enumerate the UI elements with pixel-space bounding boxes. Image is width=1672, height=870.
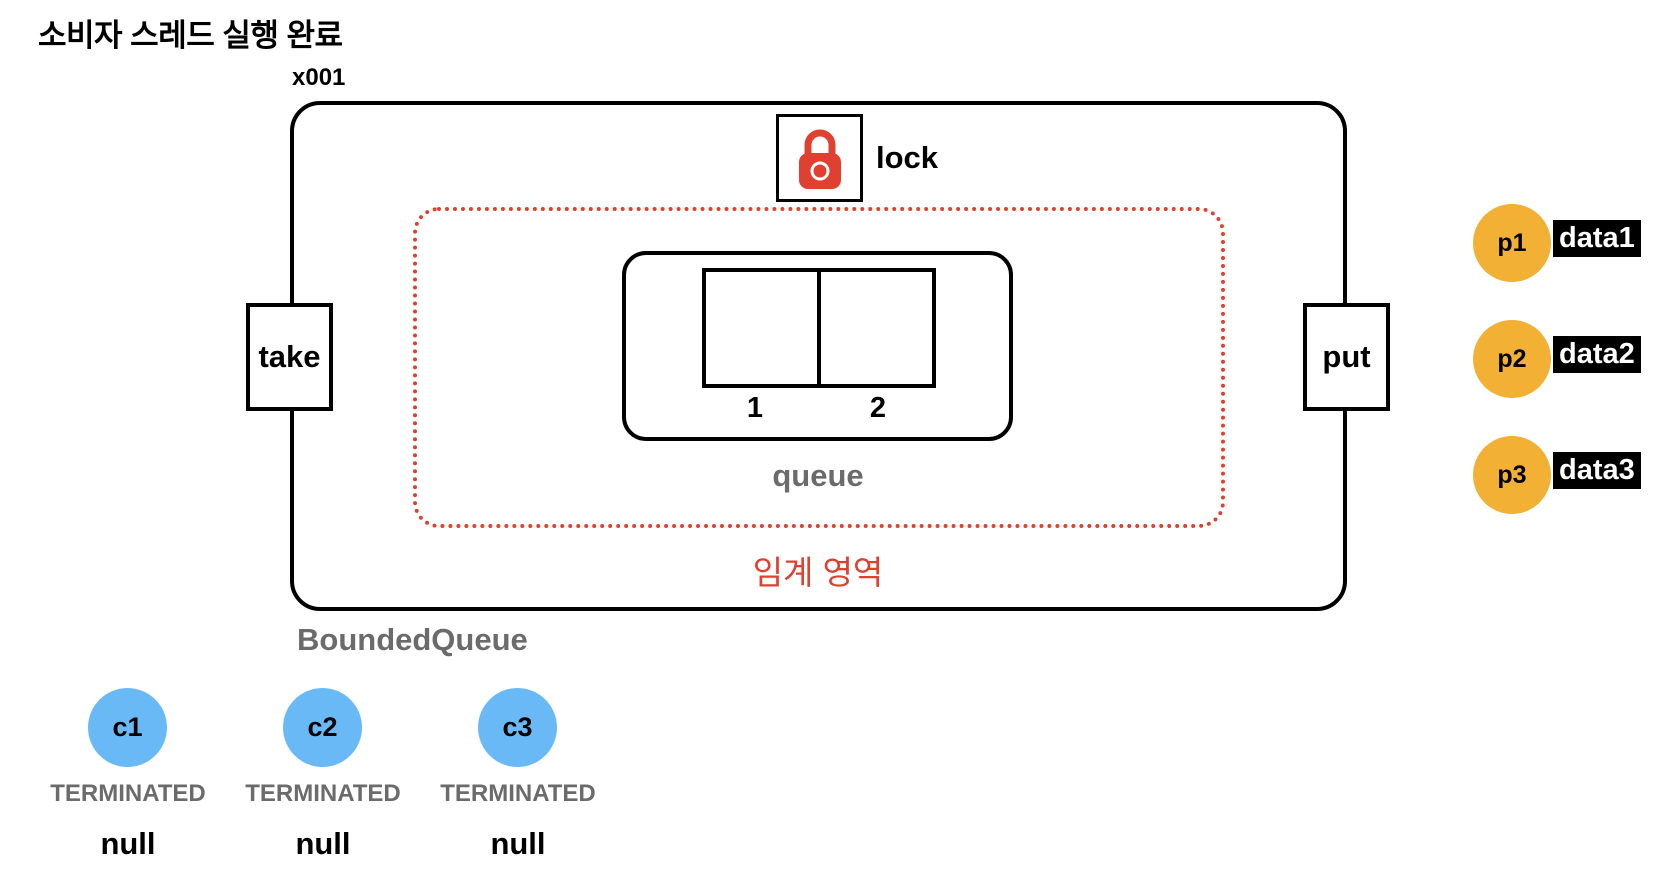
consumer-result-c3: null bbox=[490, 826, 546, 861]
critical-section bbox=[413, 207, 1225, 528]
lock-label: lock bbox=[876, 140, 939, 175]
producer-thread-p2: p2 bbox=[1473, 320, 1551, 398]
consumer-state-c3: TERMINATED bbox=[440, 780, 596, 807]
producer-thread-p3: p3 bbox=[1473, 436, 1551, 514]
queue-label: queue bbox=[772, 458, 864, 493]
put-method-box: put bbox=[1303, 303, 1390, 411]
producer-data-p3: data3 bbox=[1553, 452, 1641, 489]
consumer-result-c1: null bbox=[100, 826, 156, 861]
queue-box bbox=[622, 251, 1013, 441]
take-method-box: take bbox=[246, 303, 333, 411]
critical-section-label: 임계 영역 bbox=[752, 554, 884, 591]
queue-slot-1 bbox=[702, 268, 821, 388]
consumer-result-c2: null bbox=[295, 826, 351, 861]
lock-box bbox=[776, 114, 863, 202]
producer-data-p1: data1 bbox=[1553, 220, 1641, 257]
consumer-thread-c3: c3 bbox=[478, 688, 557, 767]
consumer-state-c2: TERMINATED bbox=[245, 780, 401, 807]
instance-address: x001 bbox=[292, 64, 346, 91]
producer-thread-p1: p1 bbox=[1473, 204, 1551, 282]
consumer-thread-c1: c1 bbox=[88, 688, 167, 767]
page-title: 소비자 스레드 실행 완료 bbox=[38, 18, 343, 53]
producer-data-p2: data2 bbox=[1553, 336, 1641, 373]
class-label: BoundedQueue bbox=[297, 622, 528, 657]
consumer-thread-c2: c2 bbox=[283, 688, 362, 767]
queue-slot-index-2: 2 bbox=[869, 392, 887, 424]
padlock-icon bbox=[799, 129, 841, 189]
queue-slot-2 bbox=[817, 268, 936, 388]
queue-slot-index-1: 1 bbox=[746, 392, 764, 424]
consumer-state-c1: TERMINATED bbox=[50, 780, 206, 807]
